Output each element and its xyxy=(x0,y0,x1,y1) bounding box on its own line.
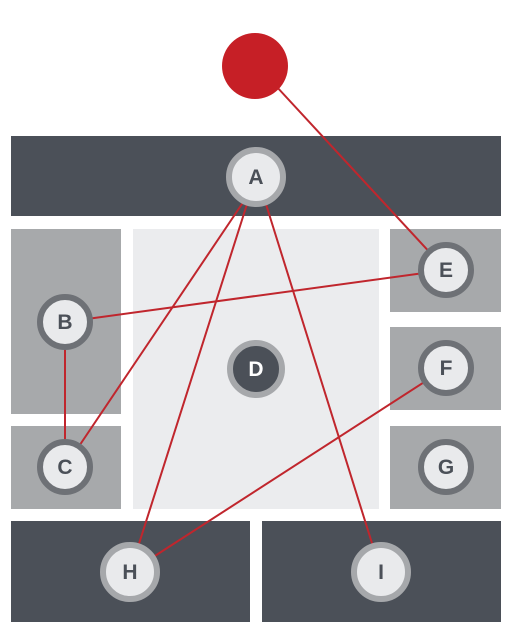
node-i: I xyxy=(351,542,411,602)
node-b: B xyxy=(37,294,93,350)
node-f: F xyxy=(418,340,474,396)
red-dot xyxy=(222,33,288,99)
node-c: C xyxy=(37,439,93,495)
node-g: G xyxy=(418,439,474,495)
node-a: A xyxy=(226,147,286,207)
node-e: E xyxy=(418,242,474,298)
node-d: D xyxy=(227,340,285,398)
node-h: H xyxy=(100,542,160,602)
